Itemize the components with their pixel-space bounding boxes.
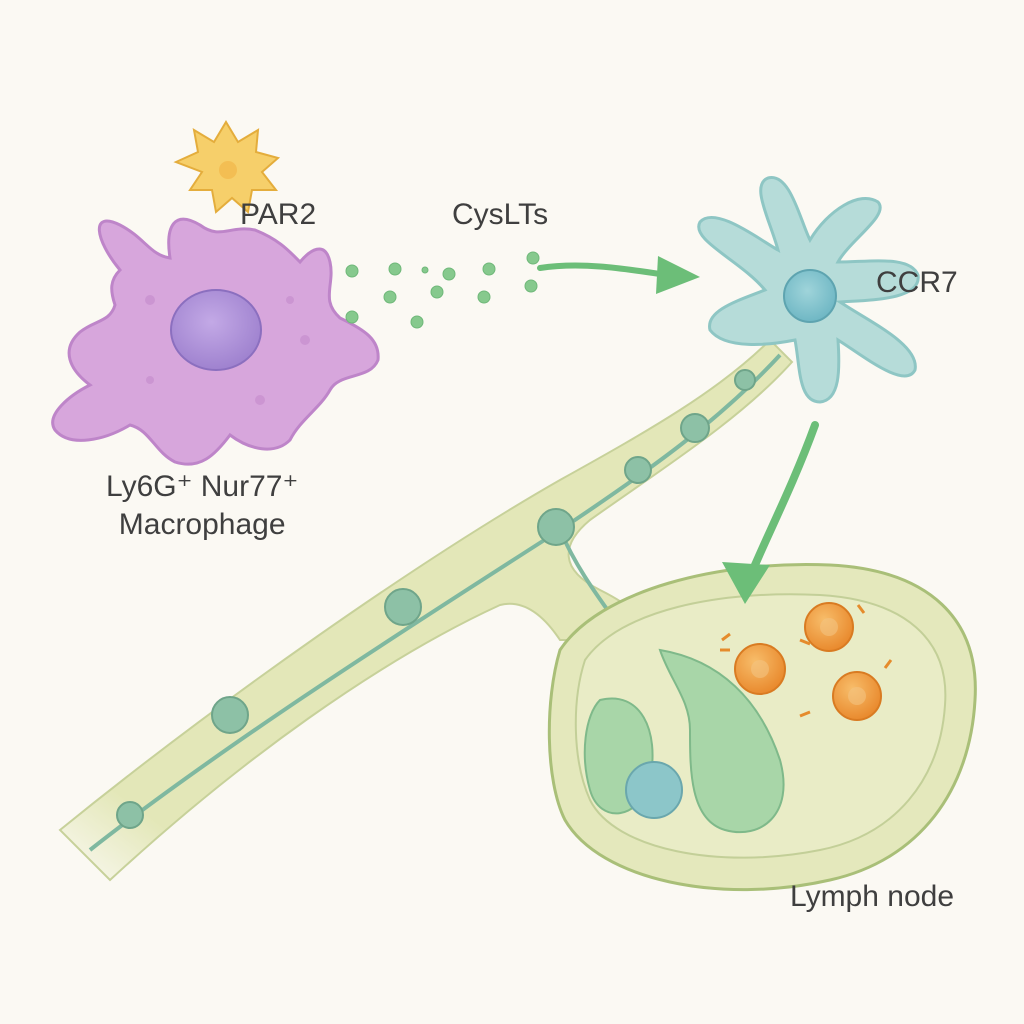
lymphocyte-cluster <box>720 602 893 721</box>
lymphocyte-markers <box>720 604 893 718</box>
macrophage-label-line1: Ly6G⁺ Nur77⁺ <box>106 470 299 503</box>
macrophage-label-line2: Macrophage <box>118 508 286 541</box>
dendritic-cell-icon <box>697 176 920 404</box>
lymph-node-follicle <box>625 761 683 819</box>
lymph-node-label: Lymph node <box>790 880 955 913</box>
lymphocyte-icon <box>832 671 882 721</box>
ccr7-label: CCR7 <box>876 266 958 299</box>
vessel-valves <box>116 369 756 829</box>
vessel-body <box>58 338 794 882</box>
macrophage-cell-icon <box>51 217 380 466</box>
lymphocyte-icon <box>734 643 786 695</box>
cyslts-label: CysLTs <box>452 198 549 231</box>
par2-label: PAR2 <box>240 198 317 231</box>
lymphatic-vessel <box>58 338 794 882</box>
cyslt-arrow <box>537 256 700 294</box>
cyslt-particles <box>345 251 540 329</box>
lymphocyte-icon <box>804 602 854 652</box>
spiky-yellow-cell-icon <box>173 120 281 214</box>
lymph-node-sinus-right <box>658 648 785 834</box>
migration-arrow <box>722 421 819 604</box>
macrophage-label: Ly6G⁺ Nur77⁺ Macrophage <box>106 468 298 544</box>
lymph-node <box>547 562 977 892</box>
